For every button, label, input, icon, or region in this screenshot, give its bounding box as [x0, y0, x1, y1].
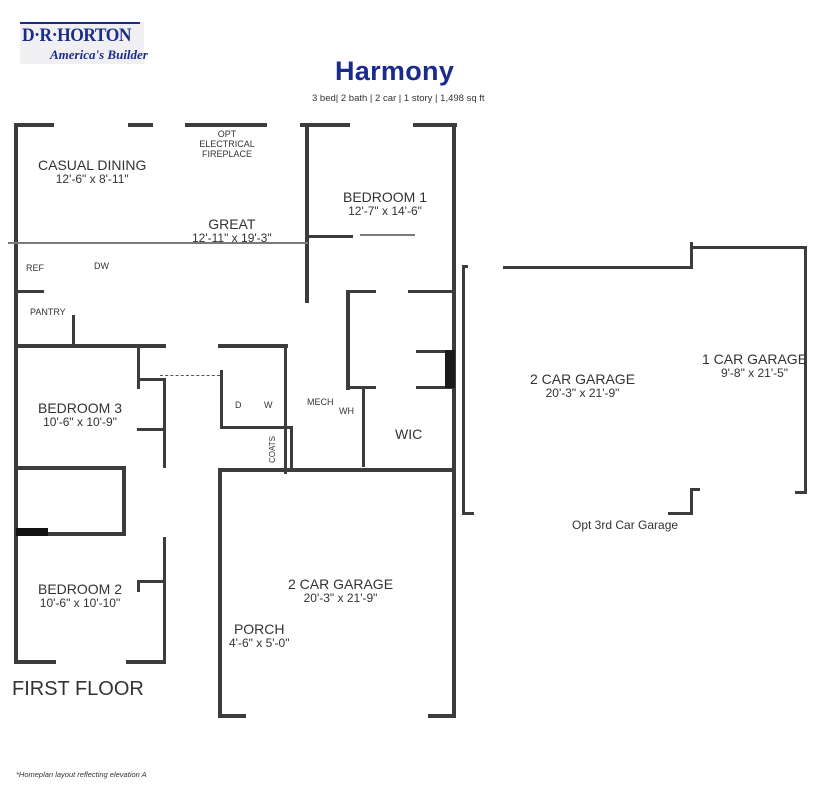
- coats-label: COATS: [268, 436, 277, 463]
- room-dims: 12'-7" x 14'-6": [348, 203, 422, 218]
- mech-label: MECH: [307, 397, 334, 407]
- room-wic: WIC: [395, 427, 422, 442]
- room-bedroom-1: BEDROOM 1 12'-7" x 14'-6": [343, 190, 427, 217]
- fireplace-label: OPT ELECTRICAL FIREPLACE: [199, 129, 255, 159]
- room-dims: 12'-6" x 8'-11": [55, 171, 129, 186]
- room-porch: PORCH 4'-6" x 5'-0": [229, 622, 289, 649]
- floor-label: FIRST FLOOR: [12, 678, 144, 700]
- washer-label: W: [264, 400, 273, 410]
- room-bedroom-2: BEDROOM 2 10'-6" x 10'-10": [38, 582, 122, 609]
- room-dims: 4'-6" x 5'-0": [229, 635, 290, 650]
- room-dims: 20'-3" x 21'-9": [545, 385, 620, 400]
- pantry-label: PANTRY: [30, 307, 66, 317]
- room-2-car-garage: 2 CAR GARAGE 20'-3" x 21'-9": [288, 577, 393, 604]
- room-dims: 10'-6" x 10'-10": [39, 595, 121, 610]
- brand-name: D·R·HORTON: [22, 25, 132, 46]
- room-dims: 12'-11" x 19'-3": [192, 230, 272, 245]
- room-casual-dining: CASUAL DINING 12'-6" x 8'-11": [38, 158, 146, 185]
- plan-specs: 3 bed| 2 bath | 2 car | 1 story | 1,498 …: [312, 93, 485, 104]
- dryer-label: D: [235, 400, 242, 410]
- room-opt-1-car-garage: 1 CAR GARAGE 9'-8" x 21'-5": [702, 352, 807, 379]
- room-name: 2 CAR GARAGE: [530, 371, 636, 387]
- room-name: PORCH: [233, 621, 285, 637]
- room-name: 1 CAR GARAGE: [702, 351, 808, 367]
- ref-label: REF: [26, 263, 44, 273]
- room-name: BEDROOM 1: [343, 189, 428, 205]
- room-dims: 10'-6" x 10'-9": [43, 414, 117, 429]
- room-name: 2 CAR GARAGE: [288, 576, 394, 592]
- room-name: WIC: [395, 426, 423, 442]
- room-name: CASUAL DINING: [38, 157, 147, 173]
- room-great: GREAT 12'-11" x 19'-3": [192, 217, 272, 244]
- room-name: BEDROOM 3: [38, 400, 123, 416]
- room-name: BEDROOM 2: [38, 581, 123, 597]
- plan-title: Harmony: [335, 56, 455, 86]
- dw-label: DW: [94, 261, 109, 271]
- room-dims: 20'-3" x 21'-9": [303, 590, 378, 605]
- room-opt-2-car-garage: 2 CAR GARAGE 20'-3" x 21'-9": [530, 372, 635, 399]
- logo-rule: [20, 22, 140, 24]
- opt-garage-label: Opt 3rd Car Garage: [572, 518, 679, 532]
- water-heater-label: WH: [339, 406, 354, 416]
- room-dims: 9'-8" x 21'-5": [720, 365, 789, 380]
- footnote: *Homeplan layout reflecting elevation A: [16, 770, 147, 779]
- brand-tagline: America's Builder: [50, 47, 148, 62]
- dr-horton-logo: D·R·HORTON America's Builder: [20, 22, 148, 64]
- room-name: GREAT: [208, 216, 256, 232]
- room-bedroom-3: BEDROOM 3 10'-6" x 10'-9": [38, 401, 122, 428]
